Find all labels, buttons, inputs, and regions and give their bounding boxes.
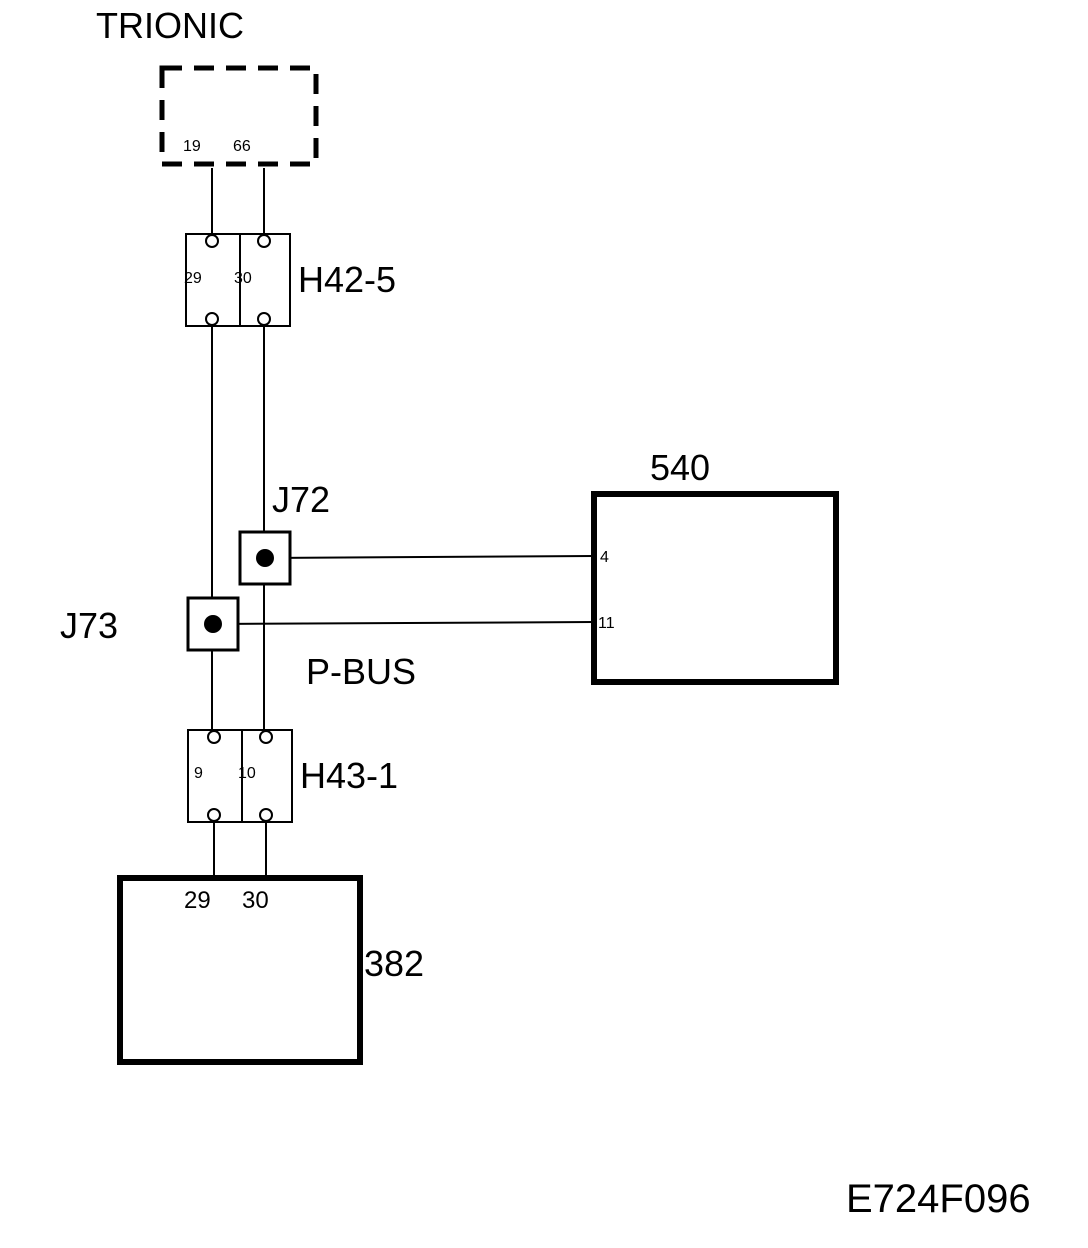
j72-label: J72 [272,479,330,520]
h43-pin10-top-terminal [259,730,273,744]
module-382-label: 382 [364,943,424,984]
module-382: 29 30 382 [117,875,424,1065]
module-382-box [117,875,363,1065]
h42-pin30-cell [239,233,291,327]
j73-node [204,615,222,633]
p-bus-label: P-BUS [306,651,416,692]
h42-pin29-bottom-terminal [205,312,219,326]
wire-j73-to-540-pin11 [213,621,595,625]
module-540-box [591,491,839,685]
wire-j72-to-540-pin4 [265,555,595,559]
h42-pin30-top-terminal [257,234,271,248]
module-540: 540 4 11 [591,447,839,685]
trionic-module: TRIONIC 19 66 [96,5,319,167]
module-382-pin-30: 30 [242,887,269,914]
figure-code: E724F096 [846,1177,1031,1221]
connector-h43-1: 9 10 H43-1 [187,729,398,823]
junction-j72: J72 [238,479,330,586]
h43-pin-9: 9 [194,765,203,782]
h42-5-label: H42-5 [298,259,396,300]
module-382-pin-29: 29 [184,887,211,914]
j72-node [256,549,274,567]
connector-h42-5: 29 30 H42-5 [184,233,396,327]
h43-pin9-bottom-terminal [207,808,221,822]
h43-pin9-top-terminal [207,730,221,744]
trionic-pin-19: 19 [183,138,201,155]
wires [211,168,595,878]
h43-pin10-cell [241,729,293,823]
h43-pin10-bottom-terminal [259,808,273,822]
h42-pin30-bottom-terminal [257,312,271,326]
h42-pin-30: 30 [234,270,252,287]
trionic-pin-66: 66 [233,138,251,155]
module-540-pin-11: 11 [598,615,615,632]
h43-1-label: H43-1 [300,755,398,796]
trionic-label: TRIONIC [96,5,244,46]
module-540-label: 540 [650,447,710,488]
module-540-pin-4: 4 [600,549,609,566]
j73-label: J73 [60,605,118,646]
junction-j73: J73 [60,596,240,652]
h43-pin-10: 10 [238,765,256,782]
h42-pin-29: 29 [184,270,202,287]
trionic-box [159,65,319,167]
h42-pin29-top-terminal [205,234,219,248]
